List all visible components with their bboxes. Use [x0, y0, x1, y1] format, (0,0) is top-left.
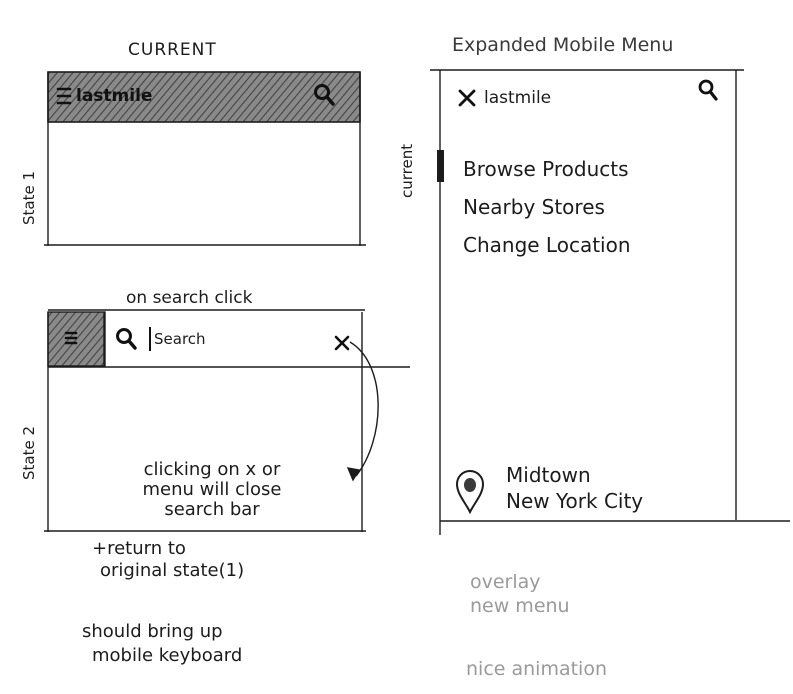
search-icon [114, 326, 138, 356]
note-return: +return to original state(1) [86, 538, 376, 582]
close-icon[interactable] [457, 88, 477, 112]
title-expanded-menu: Expanded Mobile Menu [452, 34, 674, 56]
note-line: should bring up [82, 621, 223, 642]
label-state-1: State 1 [20, 170, 38, 225]
brand-logo[interactable]: lastmile [76, 86, 153, 106]
label-current-item: current [398, 143, 416, 198]
hamburger-icon[interactable] [64, 330, 78, 350]
menu-item-change-location[interactable]: Change Location [463, 233, 631, 257]
label-current: CURRENT [128, 40, 217, 60]
search-input[interactable]: Search [154, 330, 206, 348]
label-on-search-click: on search click [126, 288, 253, 308]
search-icon[interactable] [697, 78, 719, 106]
state1-frame [44, 71, 366, 246]
menu-frame [430, 69, 790, 535]
menu-item-nearby-stores[interactable]: Nearby Stores [463, 195, 605, 219]
location-text[interactable]: Midtown New York City [506, 462, 643, 514]
label-state-2: State 2 [20, 425, 38, 480]
note-line: overlay [470, 571, 541, 593]
note-animation: nice animation [466, 658, 608, 680]
note-line: menu will close [142, 479, 282, 500]
note-line: search bar [164, 499, 260, 520]
note-line: +return to [92, 538, 186, 559]
location-city: New York City [506, 489, 644, 513]
note-line: new menu [470, 595, 570, 617]
note-line: clicking on x or [143, 459, 281, 480]
location-pin-icon [455, 468, 485, 518]
note-line: mobile keyboard [92, 645, 243, 666]
note-keyboard: should bring up mobile keyboard [82, 620, 342, 668]
location-neighborhood: Midtown [506, 463, 591, 487]
note-line: original state(1) [100, 560, 245, 581]
hamburger-icon[interactable] [56, 86, 72, 110]
menu-item-browse-products[interactable]: Browse Products [463, 157, 629, 181]
brand-logo[interactable]: lastmile [484, 88, 552, 108]
note-close-search: clicking on x or menu will close search … [92, 460, 332, 520]
text-cursor [149, 327, 151, 351]
search-icon[interactable] [312, 82, 336, 112]
note-overlay: overlay new menu [470, 570, 570, 618]
close-icon[interactable] [333, 334, 351, 356]
menu-list: Browse Products Nearby Stores Change Loc… [463, 150, 631, 264]
